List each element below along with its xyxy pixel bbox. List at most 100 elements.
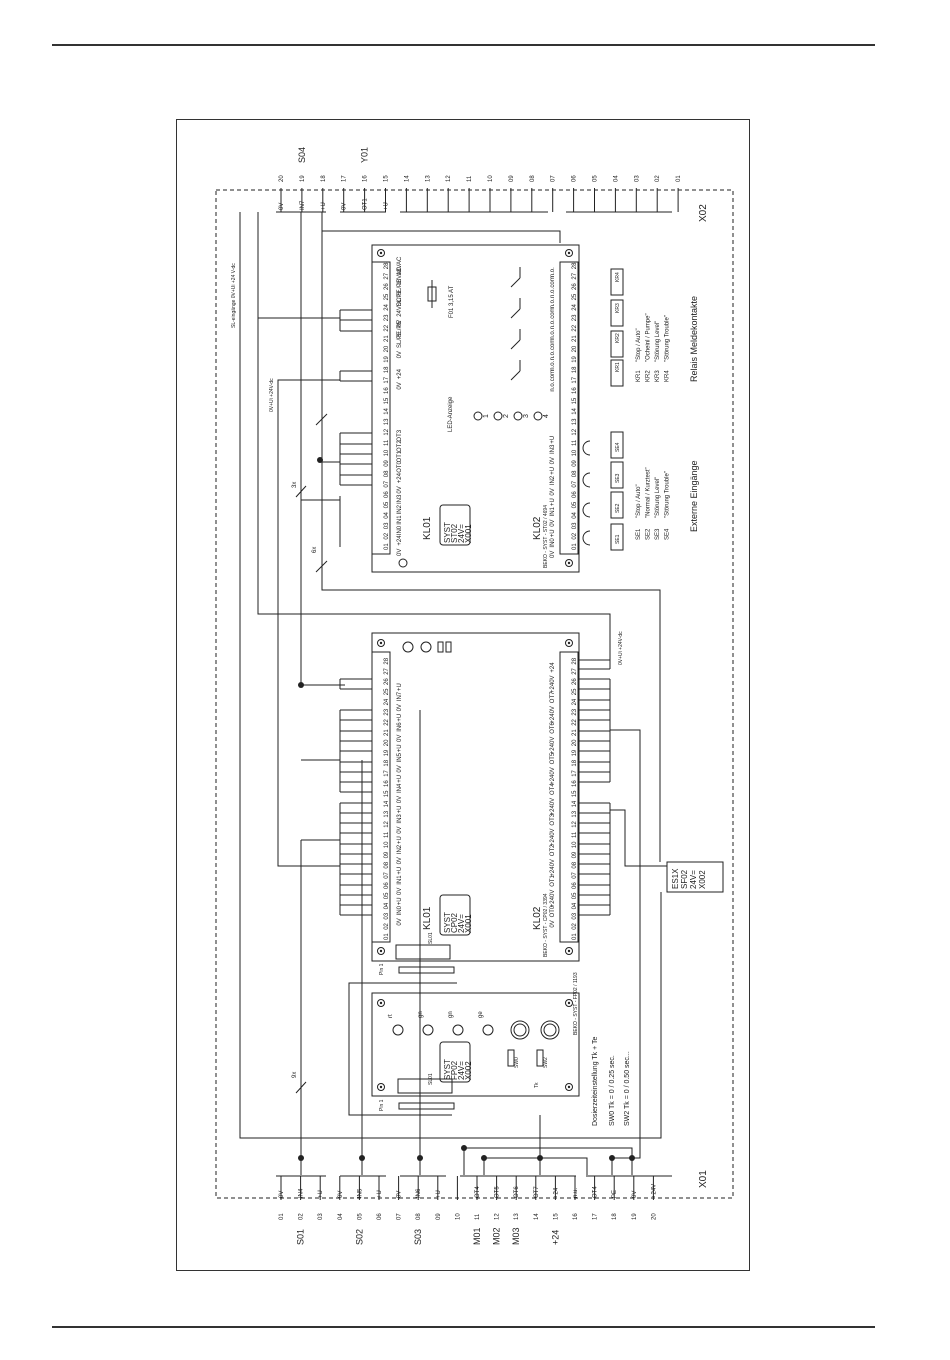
input-description: "Störung Level" <box>655 477 661 518</box>
cp02-mount-hole <box>565 639 573 647</box>
cp02-kl02-pin: 05 <box>572 892 578 899</box>
fp02-mount-center <box>567 1001 571 1005</box>
cp02-kl01-signal: IN0 <box>397 905 403 915</box>
fp02-mount-hole <box>565 1083 573 1091</box>
input-description: "Störung Trouble" <box>665 471 671 518</box>
led-2 <box>493 411 503 421</box>
bottom-pin-number: 11 <box>475 1213 481 1220</box>
junction-dot <box>481 1155 487 1161</box>
bottom-pin-number: 10 <box>455 1213 461 1220</box>
st02-kl01-signal: 24VDC <box>397 297 403 317</box>
cp02-kl01-pin: 27 <box>384 667 390 674</box>
se-loop <box>582 440 591 456</box>
st02-kl01-signal: IN0 <box>397 525 403 535</box>
bottom-pin-number: 06 <box>377 1213 383 1220</box>
st02-id-line: X001 <box>464 524 473 543</box>
es1x-line: SF02 <box>680 869 689 889</box>
st02-kl01-pin: 23 <box>384 314 390 321</box>
junction-dot <box>417 1155 423 1161</box>
cp02-id-line: X001 <box>464 914 473 933</box>
cp02-kl02-pin: 03 <box>572 912 578 919</box>
st02-fuse-label: F01 3,15 AT <box>449 285 455 318</box>
cp02-kl01-pin: 16 <box>384 780 390 787</box>
st02-kl02-pin: 04 <box>572 511 578 518</box>
cp02-kl02-pin: 02 <box>572 922 578 929</box>
relay-code: KR3 <box>655 370 661 382</box>
junction-dot <box>317 457 323 463</box>
bottom-pin-signal: 0V <box>397 1191 403 1198</box>
led-1 <box>473 411 483 421</box>
schematic-frame <box>176 119 750 1271</box>
se-box-label: SE1 <box>615 534 621 544</box>
bottom-pin-number: 04 <box>338 1213 344 1220</box>
led-number: 1 <box>483 414 490 418</box>
inputs-section-title: Externe Eingänge <box>689 460 699 532</box>
fp02-sl01: SL01 <box>428 1073 434 1085</box>
cp02-kl02-signal: +24 <box>550 805 556 816</box>
fp02-led-label: gn <box>448 1011 454 1018</box>
fp02-id-line: 24V= <box>457 1061 466 1080</box>
cp02-kl01-pin: 02 <box>384 922 390 929</box>
relay-description: "Störung Trouble" <box>665 315 671 362</box>
bottom-pin-signal: IN5 <box>357 1188 363 1198</box>
st02-kl02-signal: +U <box>550 436 556 444</box>
st02-kl02-pin: 27 <box>572 272 578 279</box>
x01-label: X01 <box>698 1170 709 1188</box>
st02-kl01-pin: 26 <box>384 283 390 290</box>
cp02-kl01-signal: IN7 <box>397 691 403 701</box>
st02-kl01-signal: 0V <box>397 486 403 493</box>
st02-kl02-pin: 05 <box>572 501 578 508</box>
fp02-ribbon-connector <box>397 1078 453 1094</box>
top-pin-signal: IN7 <box>300 200 306 210</box>
st02-kl01-signal: OT1 <box>397 450 403 462</box>
st02-kl02-pin: 02 <box>572 532 578 539</box>
bottom-pin-number: 18 <box>612 1213 618 1220</box>
fp02-led-label: ge <box>478 1011 484 1018</box>
fp02-sw2: SW2 Tk = 0 / 0.50 sec... <box>624 1051 631 1126</box>
st02-kl02-signal: com <box>550 339 556 350</box>
st02-kl01-signal: SL/PE <box>397 331 403 348</box>
st02-kl01-pin: 07 <box>384 480 390 487</box>
fp02-switch <box>507 1049 515 1067</box>
cp02-kl02-signal: OT1 <box>550 874 556 886</box>
st02-kl02-pin: 24 <box>572 303 578 310</box>
fp02-mount-hole <box>565 999 573 1007</box>
cp02-kl01-pin: 25 <box>384 688 390 695</box>
st02-kl02-signal: 0V <box>550 551 556 558</box>
bottom-pin-signal: IN6 <box>416 1188 422 1198</box>
st02-kl02-pin: 12 <box>572 428 578 435</box>
cp02-kl02-pin: 04 <box>572 902 578 909</box>
top-rule <box>52 44 875 46</box>
relay-section-title: Relais Meldekontakte <box>689 296 699 382</box>
junction-dot <box>537 1155 543 1161</box>
st02-kl02-pin: 19 <box>572 355 578 362</box>
top-pin-signal: 0V <box>342 203 348 210</box>
cp02-kl02-signal: +24 <box>550 896 556 907</box>
st02-kl01-signal: SL/PE <box>397 279 403 296</box>
cp02-kl01-strip <box>371 651 391 943</box>
st02-kl02-signal: +U <box>550 529 556 537</box>
x02-label: X02 <box>698 204 709 222</box>
top-pin-number: 06 <box>572 175 578 182</box>
st02-kl02-signal: n.o. <box>550 360 556 370</box>
st02-kl01-pin: 06 <box>384 491 390 498</box>
bottom-pin-signal: OT5 <box>495 1186 501 1198</box>
top-group-label: S04 <box>297 147 307 163</box>
cp02-kl02-signal: 0V <box>550 737 556 744</box>
bottom-pin-signal: +24 <box>553 1187 559 1198</box>
cp02-id-line: CP02 <box>450 912 459 933</box>
fp02-mount-hole <box>377 1083 385 1091</box>
relay-box-label: KR1 <box>615 362 621 372</box>
cp02-kl02-pin: 26 <box>572 678 578 685</box>
cp02-kl02-pin: 16 <box>572 780 578 787</box>
top-pin-signal: +U <box>384 202 390 210</box>
cp02-kl01-pin: 09 <box>384 851 390 858</box>
st02-kl01-pin: 09 <box>384 459 390 466</box>
cp02-kl01-signal: IN4 <box>397 783 403 793</box>
st02-kl01-pin: 25 <box>384 293 390 300</box>
cp02-kl01-pin: 10 <box>384 841 390 848</box>
st02-kl02-signal: com <box>550 276 556 287</box>
cp02-kl01-signal: +U <box>397 806 403 814</box>
cp02-kl01-signal: 0V <box>397 857 403 864</box>
st02-led-title: LED-Anzeige <box>448 396 454 432</box>
